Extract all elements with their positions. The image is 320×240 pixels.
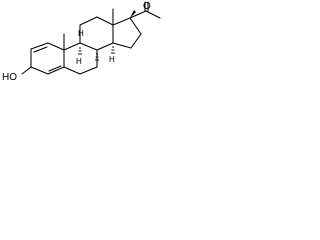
hashed-bonds [78,46,115,61]
bond-a5 [30,66,49,75]
bond-c3 [96,16,114,26]
double-bond-a1 [33,46,48,53]
carbonyl-oxygen-label: O [143,1,151,12]
bond-b2 [79,42,98,51]
stereo-h-upper: H [78,29,84,38]
bond-d2 [129,17,142,35]
bond-c2 [79,16,98,26]
stereo-h-lower-left: H [76,57,82,66]
molecule-svg: HO O H H H [2,1,161,83]
bond-c5 [96,42,114,51]
bond-acetyl-methyl [145,10,161,19]
stereo-h-lower-right: H [109,55,115,64]
bond-b1 [63,42,81,51]
double-bond-a2 [48,65,62,72]
bond-a2 [47,42,65,51]
bond-d3 [130,33,142,49]
bond-b5 [63,66,81,75]
bond-a1 [30,42,49,50]
bond-acetyl-1 [129,10,147,19]
bond-d1 [112,17,131,26]
wedge-bond [130,10,136,18]
bond-d4 [112,42,132,49]
bond-b4 [79,66,98,75]
bond-a4 [47,66,65,75]
hydroxyl-label: HO [2,72,17,83]
structure-diagram: HO O H H H [0,0,163,111]
bond-hydroxyl [21,66,32,75]
